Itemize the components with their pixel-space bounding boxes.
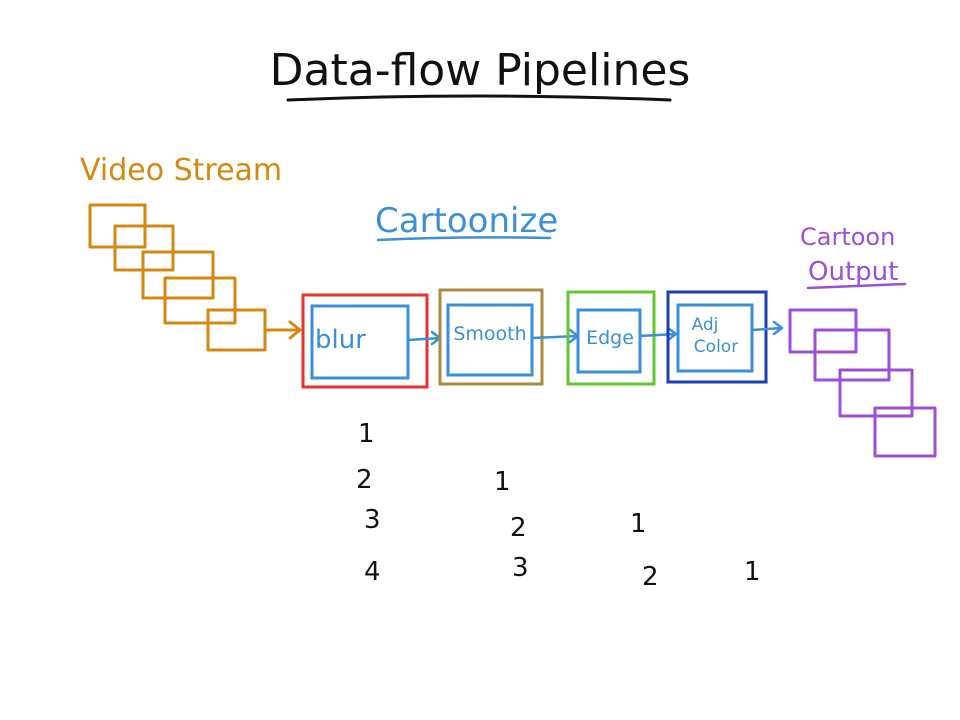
group-label-underline xyxy=(376,236,552,242)
counter: 1 xyxy=(744,557,761,587)
stage-edge: Edge xyxy=(566,290,656,386)
output-frame xyxy=(873,406,937,458)
group-label: Cartoonize xyxy=(375,201,558,241)
title-underline xyxy=(286,94,672,102)
stage-inner-box xyxy=(310,304,410,380)
counter: 3 xyxy=(512,553,529,583)
output-label-line2: Output xyxy=(808,257,898,287)
stage-label: blur xyxy=(315,325,366,355)
stage-label-line1: Adj xyxy=(692,315,719,335)
stage-label-line2: Color xyxy=(694,337,738,357)
stage-outer-box xyxy=(301,293,429,389)
stage-label: Edge xyxy=(586,327,634,349)
pipeline-arrow xyxy=(406,330,442,346)
counter: 3 xyxy=(364,505,381,535)
counter: 2 xyxy=(510,513,527,543)
input-label: Video Stream xyxy=(80,153,282,188)
stage-inner-box xyxy=(576,308,642,374)
counter: 1 xyxy=(494,467,511,497)
stage-outer-box xyxy=(566,290,656,386)
output-frames xyxy=(788,308,937,458)
output-label-underline xyxy=(806,282,907,290)
stage-inner-box xyxy=(446,303,534,377)
output-label-line1: Cartoon xyxy=(800,223,895,251)
stage-smooth: Smooth xyxy=(438,288,544,386)
input-arrow xyxy=(263,320,302,340)
stage-label: Smooth xyxy=(453,323,526,345)
video-frame xyxy=(141,250,215,300)
stage-outer-box xyxy=(666,290,768,384)
output-frame xyxy=(813,328,891,382)
output-arrow xyxy=(750,320,784,336)
counter: 1 xyxy=(358,419,375,449)
pipeline-arrow xyxy=(638,326,678,342)
counter: 2 xyxy=(642,562,659,592)
stage-adj-color: Adj Color xyxy=(666,290,768,384)
stage-counters: 1 2 3 4 1 2 3 1 2 1 xyxy=(356,419,761,592)
diagram-title: Data-flow Pipelines xyxy=(270,45,691,96)
video-frame xyxy=(163,276,237,325)
video-frames xyxy=(88,203,302,352)
counter: 4 xyxy=(364,557,381,587)
stage-inner-box xyxy=(676,303,754,373)
pipeline-arrow xyxy=(530,328,580,344)
counter: 2 xyxy=(356,465,373,495)
counter: 1 xyxy=(630,509,647,539)
stage-blur: blur xyxy=(301,293,429,389)
